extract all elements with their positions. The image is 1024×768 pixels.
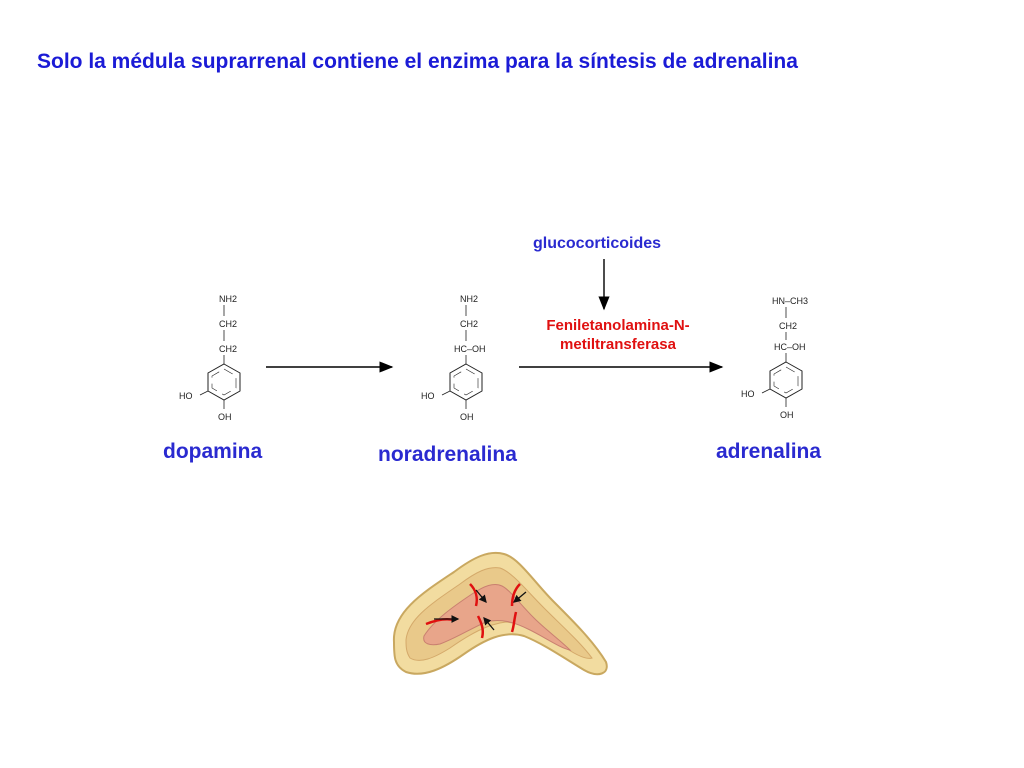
hydroxyl-left: HO xyxy=(179,391,193,401)
group-2: CH2 xyxy=(460,319,478,329)
group-3: HC–OH xyxy=(774,342,806,352)
benzene-ring-icon xyxy=(449,363,483,401)
group-2: CH2 xyxy=(779,321,797,331)
hydroxyl-left: HO xyxy=(421,391,435,401)
group-1: HN–CH3 xyxy=(772,296,808,306)
hydroxyl-bottom: OH xyxy=(780,410,794,420)
group-3: CH2 xyxy=(219,344,237,354)
adrenal-gland-illustration xyxy=(384,532,624,697)
hydroxyl-bottom: OH xyxy=(460,412,474,422)
dopamina-structure: NH2 CH2 CH2 HO OH xyxy=(176,290,256,435)
dopamina-label: dopamina xyxy=(163,440,263,463)
adrenalina-structure: HN–CH3 CH2 HC–OH HO OH xyxy=(738,288,818,433)
glucocorticoides-label: glucocorticoides xyxy=(533,235,662,252)
noradrenalina-label: noradrenalina xyxy=(378,443,517,466)
hydroxyl-left: HO xyxy=(741,389,755,399)
gland-arrows xyxy=(434,589,527,631)
group-3: HC–OH xyxy=(454,344,486,354)
group-2: CH2 xyxy=(219,319,237,329)
enzyme-label: Feniletanolamina-N-metiltransferasa xyxy=(546,317,690,353)
hydroxyl-bottom: OH xyxy=(218,412,232,422)
gland-medulla xyxy=(423,583,572,651)
noradrenalina-structure: NH2 CH2 HC–OH HO OH xyxy=(418,290,498,435)
adrenalina-label: adrenalina xyxy=(716,440,822,463)
group-1: NH2 xyxy=(460,294,478,304)
benzene-ring-icon xyxy=(769,361,803,399)
benzene-ring-icon xyxy=(207,363,241,401)
group-1: NH2 xyxy=(219,294,237,304)
page-title: Solo la médula suprarrenal contiene el e… xyxy=(37,50,798,73)
